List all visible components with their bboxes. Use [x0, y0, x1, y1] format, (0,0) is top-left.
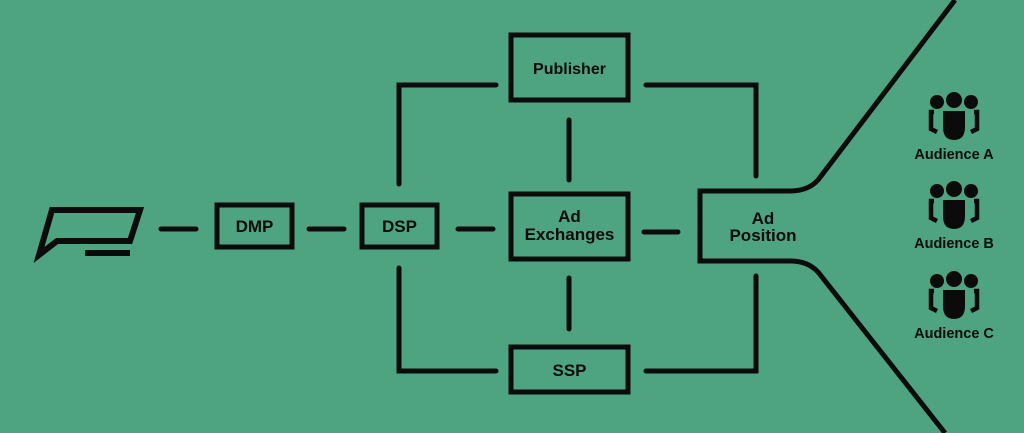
audience-label: Audience A — [914, 147, 994, 163]
speech-bubble-logo-icon — [33, 207, 145, 264]
ad-exchanges-box — [508, 191, 631, 262]
ad-position-label-line2: Position — [729, 226, 796, 245]
ad-position-funnel — [697, 0, 957, 433]
dmp-box — [214, 202, 295, 250]
dsp-box — [359, 202, 440, 250]
audience-a: Audience A — [914, 92, 994, 163]
audience-group-icon — [928, 271, 980, 319]
audience-label: Audience B — [914, 236, 994, 252]
ssp-box — [508, 344, 631, 395]
dmp-label: DMP — [236, 217, 274, 236]
publisher-label: Publisher — [533, 61, 606, 78]
connector-ssp-position — [643, 273, 759, 374]
connector-dsp-ssp — [396, 265, 499, 374]
connector-dsp-publisher — [396, 82, 499, 187]
ad-exchanges-label-line2: Exchanges — [525, 225, 615, 244]
audience-group-icon — [928, 92, 980, 140]
audience-group-icon — [928, 181, 980, 229]
audience-label: Audience C — [914, 326, 994, 342]
dsp-label: DSP — [382, 217, 417, 236]
publisher-box — [508, 32, 631, 103]
ad-exchanges-label-line1: Ad — [558, 207, 581, 226]
connector-publisher-position — [643, 82, 759, 179]
ad-position-label-line1: Ad — [752, 209, 775, 228]
audience-b: Audience B — [914, 181, 994, 252]
audience-c: Audience C — [914, 271, 994, 342]
ssp-label: SSP — [552, 361, 586, 380]
